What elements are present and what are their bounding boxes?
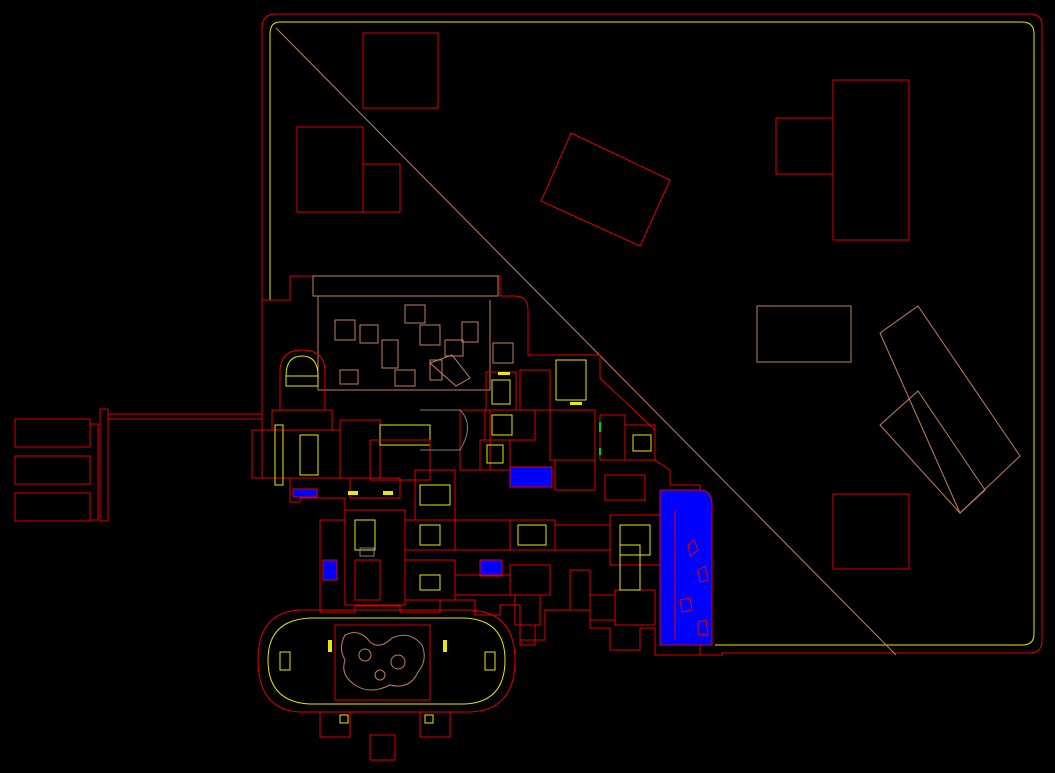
west-outpost [14, 408, 262, 522]
outer-boundary [261, 13, 1043, 656]
fortress-complex [251, 275, 713, 761]
courtyard-structures [296, 32, 1021, 570]
